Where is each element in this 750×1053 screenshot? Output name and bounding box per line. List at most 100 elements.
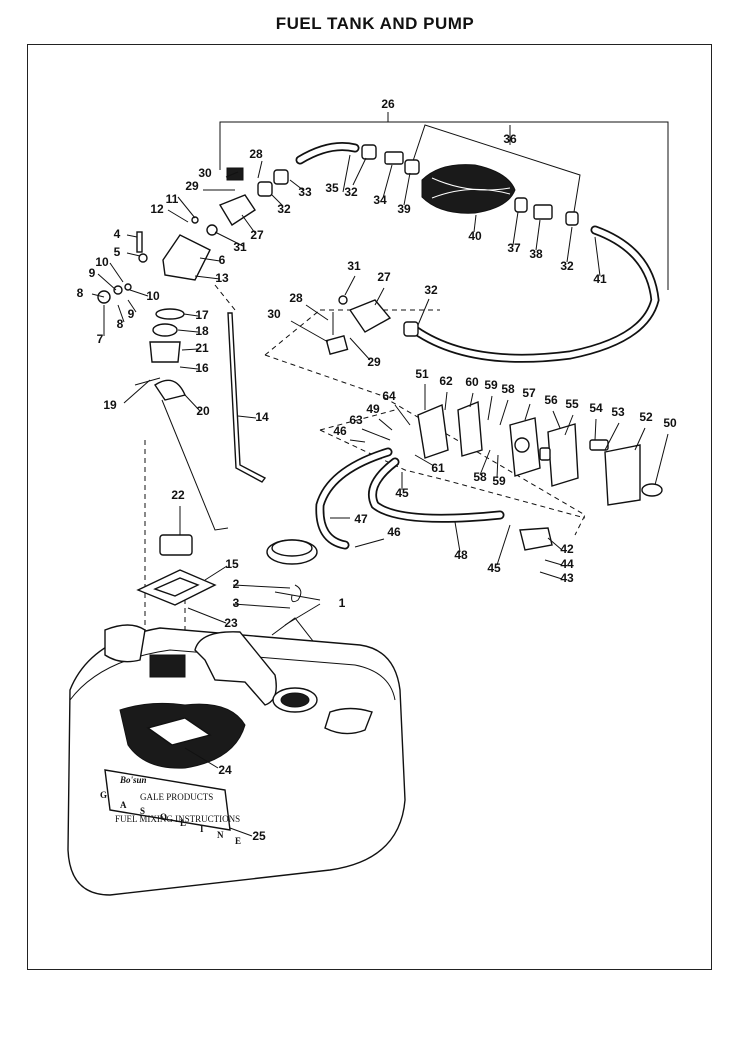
- part-number-52: 52: [639, 410, 653, 424]
- leader-line: [382, 164, 393, 199]
- part-number-8: 8: [77, 286, 84, 300]
- part-number-18: 18: [195, 324, 209, 338]
- leader-line: [126, 252, 141, 257]
- part-number-53: 53: [611, 405, 625, 419]
- part-number-4: 4: [114, 227, 121, 241]
- part-number-30: 30: [198, 166, 212, 180]
- leader-line: [183, 313, 199, 317]
- part-number-59: 59: [492, 474, 506, 488]
- leader-line: [232, 584, 291, 589]
- leader-line: [229, 827, 253, 837]
- diagram-frame: [27, 44, 712, 970]
- leader-line: [403, 172, 411, 206]
- fuel-connector-upper: [97, 167, 256, 304]
- part-number-11: 11: [166, 192, 179, 206]
- leader-line: [284, 603, 321, 626]
- leader-line: [473, 214, 477, 233]
- leader-line: [487, 395, 493, 421]
- leader-line: [225, 171, 239, 178]
- part-number-32: 32: [344, 185, 358, 199]
- part-number-12: 12: [150, 202, 164, 216]
- fuel-hoses: [295, 142, 660, 550]
- part-number-49: 49: [366, 402, 380, 416]
- part-number-21: 21: [195, 341, 209, 355]
- part-number-40: 40: [468, 229, 482, 243]
- leader-line: [361, 428, 391, 441]
- part-number-27: 27: [377, 270, 391, 284]
- leader-line: [566, 226, 573, 263]
- leader-line: [126, 234, 138, 238]
- fuel-connector-lower: [325, 295, 419, 355]
- part-number-63: 63: [349, 413, 363, 427]
- leader-line: [342, 154, 351, 193]
- part-number-23: 23: [224, 616, 238, 630]
- part-number-55: 55: [565, 397, 579, 411]
- part-number-34: 34: [373, 193, 387, 207]
- tank-letter: G: [100, 790, 107, 800]
- part-number-7: 7: [97, 332, 104, 346]
- leader-line: [564, 414, 574, 436]
- part-number-26: 26: [381, 97, 395, 111]
- leader-line: [654, 433, 669, 486]
- part-number-28: 28: [289, 291, 303, 305]
- part-number-16: 16: [195, 361, 209, 375]
- part-number-27: 27: [250, 228, 264, 242]
- part-number-10: 10: [95, 255, 109, 269]
- part-number-33: 33: [298, 185, 312, 199]
- part-number-29: 29: [185, 179, 199, 193]
- part-number-2: 2: [233, 577, 240, 591]
- tank-letter: N: [217, 830, 224, 840]
- leader-line: [199, 257, 221, 262]
- leader-line: [123, 379, 151, 404]
- pickup-assembly: [134, 308, 267, 556]
- part-number-57: 57: [522, 386, 536, 400]
- part-number-15: 15: [225, 557, 239, 571]
- leader-line: [374, 287, 385, 306]
- leader-line: [117, 304, 125, 323]
- leader-line: [634, 427, 646, 451]
- leader-line: [179, 366, 199, 370]
- fuel-tank: Bo'sun GALE PRODUCTS FUEL MIXING INSTRUC…: [67, 624, 406, 896]
- page-title: FUEL TANK AND PUMP: [275, 14, 475, 33]
- part-number-61: 61: [431, 461, 445, 475]
- leader-line: [479, 449, 491, 476]
- tank-maker: GALE PRODUCTS: [140, 792, 213, 802]
- leader-line: [444, 391, 448, 411]
- part-number-30: 30: [267, 307, 281, 321]
- part-number-36: 36: [503, 132, 517, 146]
- leader-line: [187, 607, 227, 624]
- leader-line: [594, 236, 601, 277]
- primer-bulb: [257, 144, 579, 226]
- part-number-45: 45: [487, 561, 501, 575]
- leader-line: [177, 329, 199, 333]
- gasket-plate: [136, 569, 217, 606]
- part-number-38: 38: [529, 247, 543, 261]
- part-number-60: 60: [465, 375, 479, 389]
- part-number-59: 59: [484, 378, 498, 392]
- leader-line: [454, 521, 461, 553]
- leader-line: [290, 320, 329, 343]
- part-number-58: 58: [473, 470, 487, 484]
- leader-line: [241, 214, 256, 234]
- part-number-9: 9: [128, 307, 135, 321]
- leader-line: [349, 439, 366, 443]
- part-number-64: 64: [382, 389, 396, 403]
- leader-line: [184, 747, 219, 769]
- part-number-44: 44: [560, 557, 574, 571]
- part-number-41: 41: [593, 272, 607, 286]
- tank-letter: E: [235, 836, 241, 846]
- part-number-1: 1: [339, 596, 346, 610]
- part-number-14: 14: [255, 410, 269, 424]
- part-number-37: 37: [507, 241, 521, 255]
- part-number-46: 46: [387, 525, 401, 539]
- part-number-48: 48: [454, 548, 468, 562]
- part-number-6: 6: [219, 253, 226, 267]
- leader-line: [552, 410, 561, 429]
- part-number-62: 62: [439, 374, 453, 388]
- leader-lines: [91, 154, 669, 837]
- leader-line: [257, 160, 263, 179]
- filler-cap: [266, 539, 321, 651]
- tank-letter: S: [140, 806, 145, 816]
